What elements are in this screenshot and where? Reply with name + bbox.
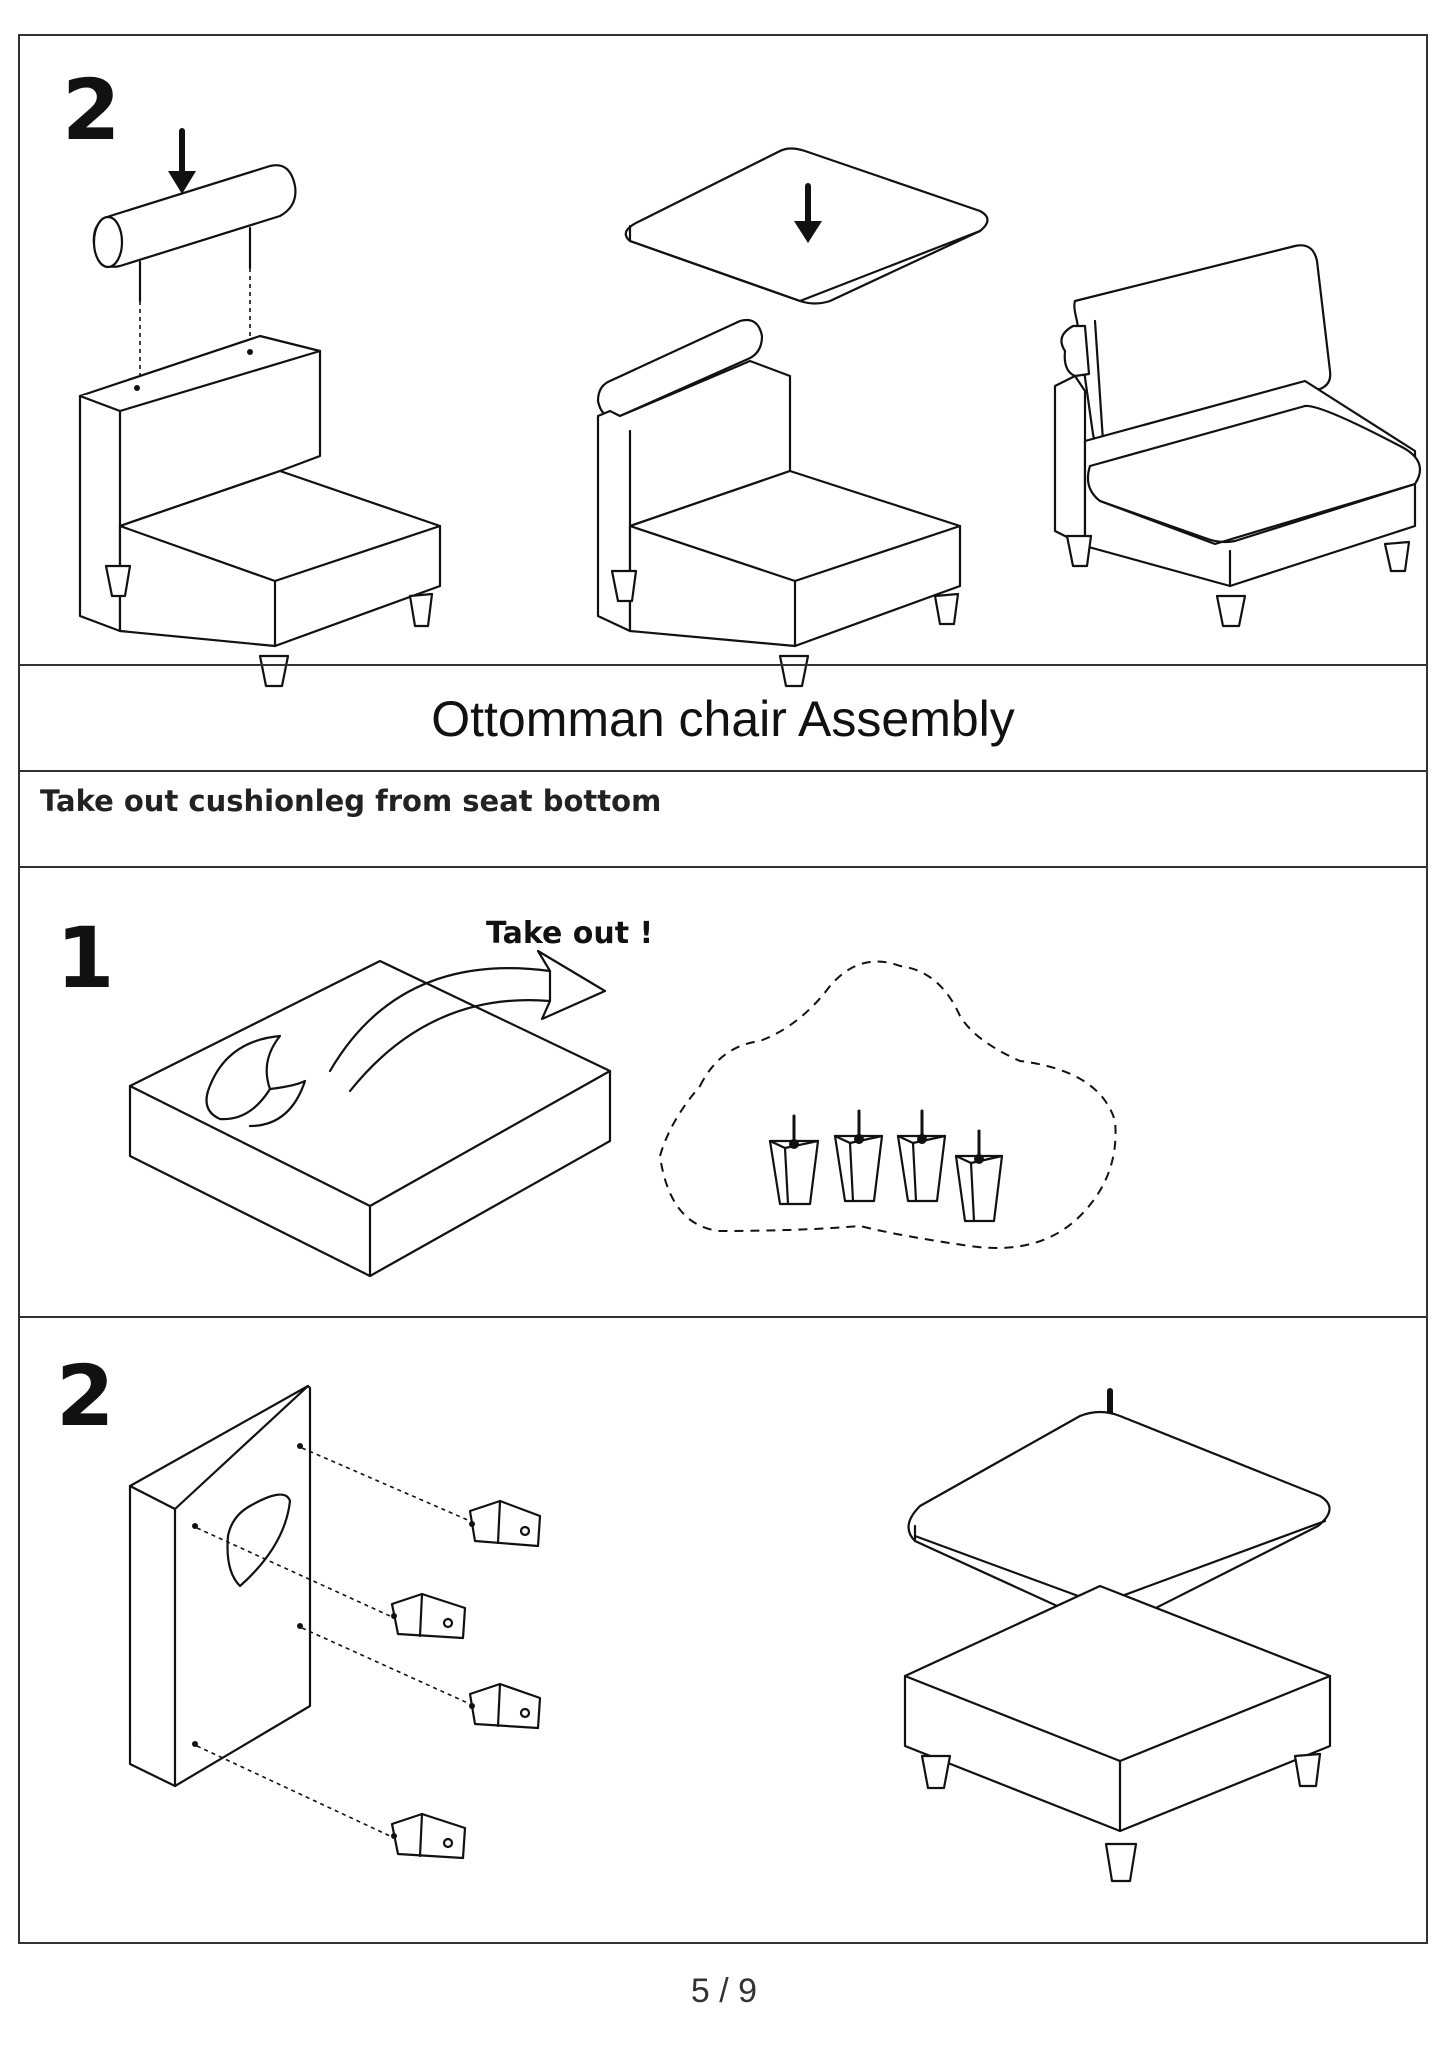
- step-number: 2: [62, 61, 121, 159]
- instruction-page-frame: 2: [18, 34, 1428, 1944]
- instruction-row: Take out cushionleg from seat bottom: [20, 770, 1426, 866]
- heading-row: Ottomman chair Assembly: [20, 664, 1426, 770]
- leg-2: [833, 1109, 884, 1203]
- instruction-text: Take out cushionleg from seat bottom: [40, 784, 662, 818]
- page-title: Ottomman chair Assembly: [431, 691, 1015, 747]
- assembled-armless-chair-illustration: [1053, 244, 1422, 628]
- ottoman-step-1: 1 Take out !: [20, 866, 1426, 1316]
- leg-c: [468, 1682, 542, 1730]
- page-number: 5 / 9: [690, 1972, 758, 2010]
- chair-armrest-bolster-illustration: [78, 128, 442, 688]
- take-out-callout: Take out !: [486, 916, 654, 951]
- leg-1: [768, 1114, 820, 1206]
- divider: [20, 866, 1426, 868]
- leg-b: [390, 1592, 467, 1640]
- ottoman-assembled-illustration: [903, 1388, 1332, 1883]
- divider: [20, 1316, 1426, 1318]
- cushion-legs-group-illustration: [658, 960, 1117, 1249]
- divider: [20, 664, 1426, 666]
- seat-base-legs-attachment-illustration: [128, 1384, 542, 1860]
- step-number: 2: [56, 1347, 115, 1445]
- step-number: 1: [56, 909, 115, 1007]
- divider: [20, 770, 1426, 772]
- ottoman-step-2: 2: [20, 1316, 1426, 1946]
- chair-assembly-step-2: 2: [20, 36, 1426, 688]
- seat-cushion-box-illustration: [128, 949, 612, 1278]
- leg-a: [468, 1499, 542, 1548]
- leg-4: [954, 1129, 1004, 1223]
- leg-3: [896, 1109, 947, 1203]
- chair-seat-cushion-illustration: [596, 147, 989, 688]
- leg-d: [390, 1812, 467, 1860]
